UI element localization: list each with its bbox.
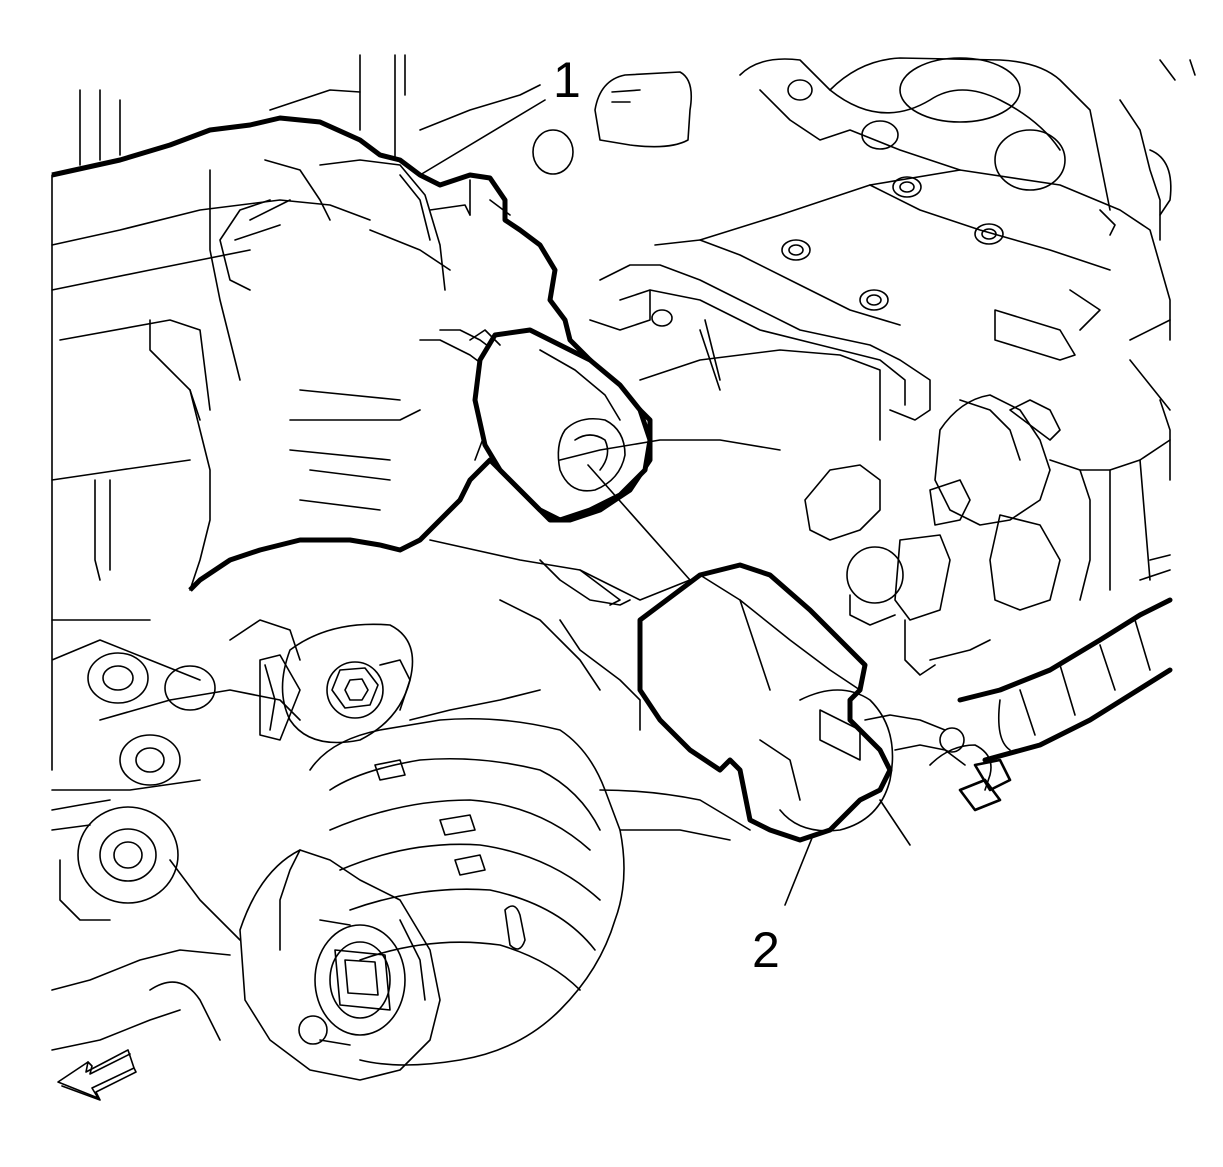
forward-direction-arrow-icon (57, 1049, 137, 1101)
steering-column-rail (654, 169, 1171, 411)
callout-leaders (419, 99, 813, 906)
right-side-components (804, 394, 1171, 676)
electrical-connector-2 (637, 562, 992, 846)
background-structure (79, 54, 1196, 241)
mounting-bracket (589, 264, 931, 441)
callout-number-2: 2 (752, 922, 780, 978)
callout-number-1: 1 (553, 52, 581, 108)
lower-crossmember (51, 619, 301, 1051)
universal-joint (239, 849, 441, 1081)
steering-motor-housing (51, 115, 653, 621)
column-mount-bolt (259, 623, 541, 744)
electrical-connector-1 (469, 327, 653, 523)
intermediate-shaft (429, 439, 781, 731)
leader-line-2 (784, 837, 813, 906)
shaft-boot (309, 717, 751, 1066)
leader-line-1 (419, 99, 546, 176)
leader-line-connector-axis (587, 464, 691, 581)
wiring-harness (957, 554, 1173, 812)
